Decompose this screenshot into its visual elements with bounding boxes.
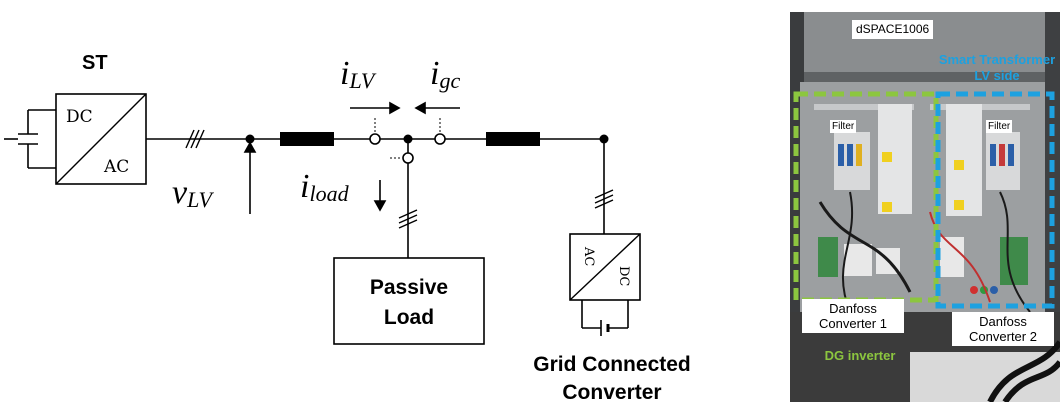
three-phase-marks-grid xyxy=(594,189,614,209)
i-load-arrow xyxy=(373,180,387,212)
v-lv-label: vLV xyxy=(172,174,215,212)
dc-link-capacitor xyxy=(4,109,56,169)
circuit-schematic: DC AC ST vLV iLV igc xyxy=(4,52,691,404)
grid-connected-line2: Converter xyxy=(562,381,661,404)
v-lv-arrow xyxy=(243,141,257,214)
smart-transformer-outline xyxy=(935,91,1055,309)
three-phase-marks-load xyxy=(398,209,418,229)
gc-dc-label: DC xyxy=(616,266,631,286)
danfoss-1-line1: Danfoss xyxy=(829,301,877,316)
dg-inverter-label: DG inverter xyxy=(824,348,896,363)
danfoss-1-label: Danfoss Converter 1 xyxy=(802,299,904,333)
danfoss-1-line2: Converter 1 xyxy=(819,316,887,331)
dc-battery-source xyxy=(581,300,629,336)
i-load-label: iload xyxy=(300,168,350,206)
i-lv-label: iLV xyxy=(340,55,377,93)
i-lv-arrow xyxy=(350,101,401,115)
st-dc-label: DC xyxy=(66,107,93,127)
st-ac-label: AC xyxy=(103,157,129,177)
danfoss-2-line1: Danfoss xyxy=(979,314,1027,329)
danfoss-2-label: Danfoss Converter 2 xyxy=(952,312,1054,346)
current-sensor-load xyxy=(402,152,414,164)
passive-load-line1: Passive xyxy=(370,276,448,299)
danfoss-2-line2: Converter 2 xyxy=(969,329,1037,344)
inductor-right xyxy=(486,132,540,146)
lab-setup-photo: dSPACE1006 Smart Transformer LV side Fil… xyxy=(790,12,1060,402)
st-dcac-converter: DC AC xyxy=(55,93,147,185)
grid-acdc-converter: AC DC xyxy=(569,233,641,301)
filter-left-label: Filter xyxy=(830,120,857,133)
grid-connected-line1: Grid Connected xyxy=(533,353,691,376)
node-vlv xyxy=(245,134,255,144)
st-label: ST xyxy=(82,52,108,74)
passive-load-box xyxy=(333,257,485,345)
passive-load-line2: Load xyxy=(384,306,434,329)
dspace-label: dSPACE1006 xyxy=(852,20,934,39)
current-sensor-gc xyxy=(434,133,446,145)
three-phase-marks-main xyxy=(185,129,205,149)
smart-transformer-label: Smart Transformer LV side xyxy=(932,52,1060,84)
filter-right-label: Filter xyxy=(986,120,1013,133)
inductor-left xyxy=(280,132,334,146)
i-gc-arrow xyxy=(414,101,460,115)
current-sensor-lv xyxy=(369,133,381,145)
i-gc-label: igc xyxy=(430,55,460,93)
smart-transformer-label-line1: Smart Transformer xyxy=(938,52,1056,67)
smart-transformer-label-line2: LV side xyxy=(974,68,1020,83)
gc-ac-label: AC xyxy=(581,246,596,266)
